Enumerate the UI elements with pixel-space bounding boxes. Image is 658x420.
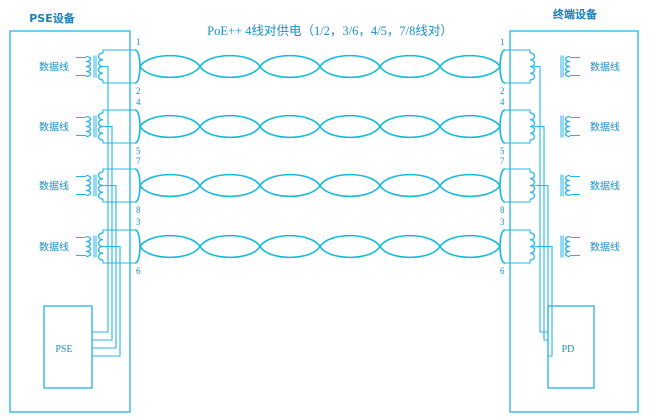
data-lead [570, 116, 580, 137]
pd-feed-line [534, 65, 548, 333]
pin-number-left: 7 [136, 156, 141, 166]
data-line-label: 数据线 [590, 241, 620, 254]
pin-number-right: 6 [500, 266, 505, 276]
pin-number-left: 8 [136, 205, 141, 215]
pin-lines-left [102, 49, 135, 84]
pin-lines-right [505, 49, 531, 84]
twisted-pair-cable [139, 173, 501, 198]
pin-lines-right [505, 229, 531, 264]
cable-entry-left [134, 229, 141, 264]
cable-entry-right [499, 109, 506, 144]
data-lead [76, 175, 86, 196]
data-line-label: 数据线 [39, 121, 69, 134]
data-lead [76, 116, 86, 137]
cable-entry-right [499, 229, 506, 264]
pin-number-right: 2 [500, 86, 505, 96]
pd-feed-line [534, 125, 548, 341]
transformer-coil-primary [564, 115, 571, 138]
twisted-pair-cable [139, 54, 501, 79]
pse-box [43, 305, 93, 389]
data-line-label: 数据线 [39, 241, 69, 254]
wire-pair-4: 数据线 3 6 数据线 3 6 [39, 217, 620, 357]
pse-feed-line [92, 125, 113, 341]
data-line-label: 数据线 [590, 61, 620, 74]
pd-feed-line [534, 184, 549, 348]
transformer-coil-secondary [529, 232, 536, 261]
pin-number-left: 2 [136, 86, 141, 96]
transformer-coil-primary [564, 235, 571, 258]
cable-entry-right [499, 168, 506, 203]
pin-number-right: 1 [500, 37, 505, 47]
data-lead [570, 236, 580, 257]
pse-label: PSE [55, 344, 72, 355]
pin-number-left: 5 [136, 146, 141, 156]
left-device-label: PSE设备 [29, 11, 75, 25]
pin-number-left: 6 [136, 266, 141, 276]
transformer-coil-primary [85, 174, 92, 197]
transformer-coil-primary [85, 115, 92, 138]
pin-lines-right [505, 168, 531, 203]
twisted-pair-cable [139, 234, 501, 259]
transformer-coil-secondary [529, 52, 536, 81]
cable-entry-left [134, 168, 141, 203]
pin-number-left: 1 [136, 37, 141, 47]
transformer-coil-primary [85, 55, 92, 78]
twisted-pair-cable [139, 114, 501, 139]
cable-entry-left [134, 49, 141, 84]
data-lead [76, 236, 86, 257]
pin-lines-right [505, 109, 531, 144]
data-line-label: 数据线 [39, 61, 69, 74]
pin-number-right: 3 [500, 217, 505, 227]
wire-pair-3: 数据线 7 8 数据线 7 8 [39, 156, 620, 349]
pd-feed-line [534, 245, 553, 357]
pse-feed-line [92, 184, 117, 349]
pin-lines-left [102, 109, 135, 144]
pin-lines-left [102, 229, 135, 264]
pin-number-right: 8 [500, 205, 505, 215]
left-device-box [9, 30, 131, 413]
pin-number-right: 4 [500, 97, 505, 107]
data-lead [76, 56, 86, 77]
data-line-label: 数据线 [590, 121, 620, 134]
transformer-coil-primary [564, 55, 571, 78]
transformer-coil-secondary [529, 171, 536, 200]
right-device-label: 终端设备 [553, 7, 598, 21]
pin-number-right: 5 [500, 146, 505, 156]
right-device-box [509, 30, 639, 413]
data-lead [570, 56, 580, 77]
pin-lines-left [102, 168, 135, 203]
pin-number-left: 3 [136, 217, 141, 227]
pse-feed-line [92, 245, 121, 357]
transformer-coil-primary [85, 235, 92, 258]
pin-number-right: 7 [500, 156, 505, 166]
transformer-coil-primary [564, 174, 571, 197]
wire-pair-2: 数据线 4 5 数据线 4 5 [39, 97, 620, 341]
transformer-coil-secondary [529, 112, 536, 141]
diagram-title: PoE++ 4线对供电（1/2，3/6，4/5，7/8线对） [207, 24, 453, 38]
pd-label: PD [562, 344, 575, 355]
data-line-label: 数据线 [39, 180, 69, 193]
data-line-label: 数据线 [590, 180, 620, 193]
pse-feed-line [92, 65, 109, 333]
cable-entry-right [499, 49, 506, 84]
wire-pair-1: 数据线 1 2 数据线 1 2 [39, 37, 620, 333]
cable-entry-left [134, 109, 141, 144]
data-lead [570, 175, 580, 196]
wire-pairs: 数据线 1 2 数据线 1 2 数据线 4 5 数据线 4 5 数据线 7 8 数据线 7 8 数据线 3 6 数据线 3 6 [39, 37, 620, 357]
pin-number-left: 4 [136, 97, 141, 107]
